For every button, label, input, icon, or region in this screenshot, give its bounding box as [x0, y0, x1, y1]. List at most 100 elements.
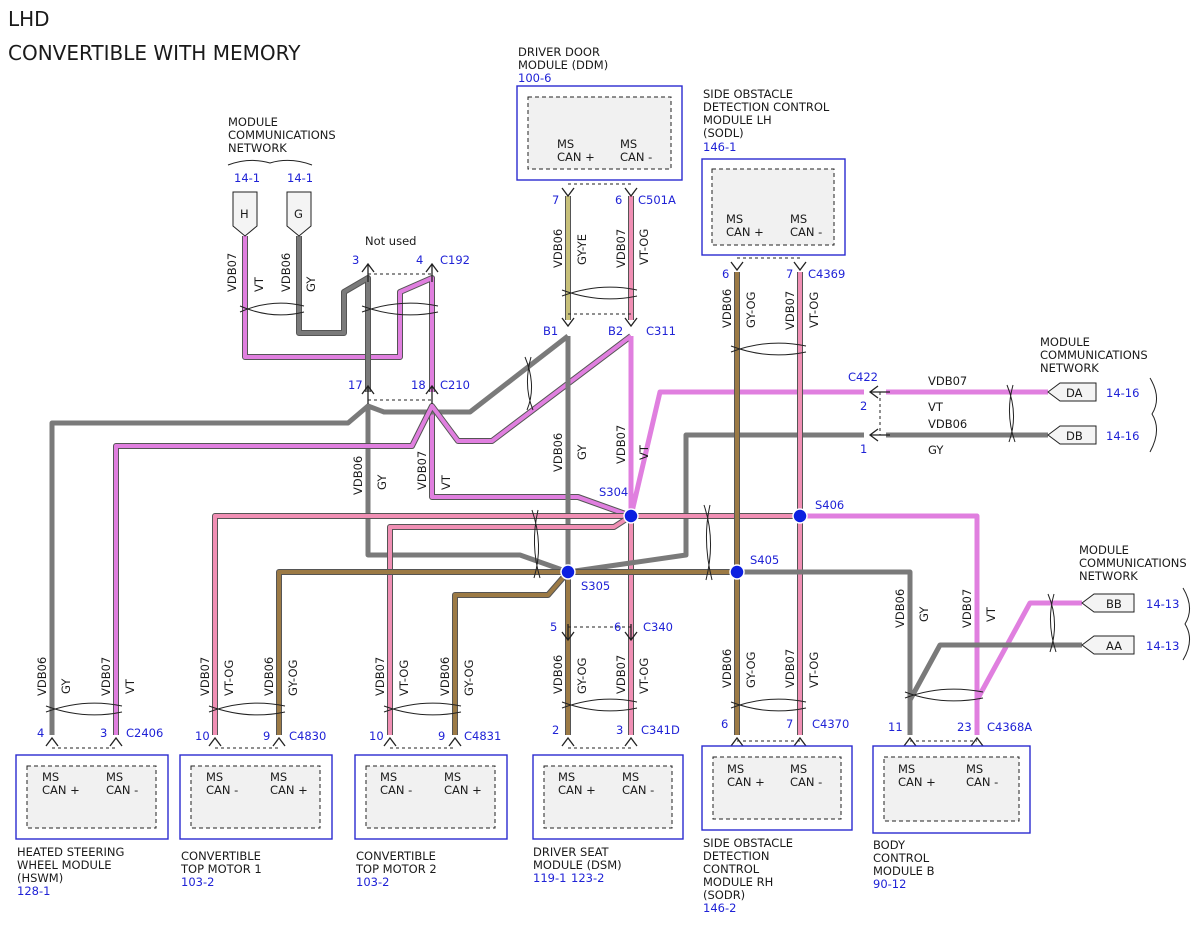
module-sodr: MS CAN + MS CAN - SIDE OBSTACLE DETECTIO… [701, 745, 853, 915]
svg-text:VT-OG: VT-OG [807, 652, 821, 688]
svg-text:CAN +: CAN + [270, 783, 308, 797]
svg-text:VDB06: VDB06 [551, 229, 565, 268]
svg-text:CONVERTIBLE: CONVERTIBLE [356, 849, 436, 863]
svg-text:VDB07: VDB07 [99, 657, 113, 696]
svg-text:VDB07: VDB07 [960, 589, 974, 628]
svg-text:1: 1 [860, 442, 867, 456]
svg-text:MS: MS [622, 770, 639, 784]
svg-text:CAN -: CAN - [380, 783, 412, 797]
svg-text:6: 6 [722, 267, 729, 281]
svg-text:VT-OG: VT-OG [397, 660, 411, 696]
module-dsm: MS CAN + MS CAN - DRIVER SEAT MODULE (DS… [532, 754, 684, 885]
svg-text:CAN +: CAN + [898, 775, 936, 789]
svg-text:10: 10 [195, 729, 210, 743]
svg-text:103-2: 103-2 [356, 875, 389, 889]
svg-text:MS: MS [790, 212, 807, 226]
svg-text:VDB07: VDB07 [225, 253, 239, 292]
mcn-right2: MODULE COMMUNICATIONS NETWORK BB AA 14-1… [1079, 543, 1190, 661]
svg-text:VDB07: VDB07 [783, 291, 797, 330]
svg-text:MS: MS [206, 770, 223, 784]
svg-text:MS: MS [558, 770, 575, 784]
svg-text:VDB06: VDB06 [893, 589, 907, 628]
svg-text:119-1: 119-1 [533, 871, 566, 885]
svg-text:MODULE (DDM): MODULE (DDM) [518, 58, 608, 72]
wire-vt-18-s304 [429, 408, 633, 519]
svg-text:VT: VT [984, 606, 998, 622]
svg-text:VT-OG: VT-OG [637, 658, 651, 694]
splice-s406 [792, 508, 808, 524]
svg-text:2: 2 [860, 399, 867, 413]
wire-labels: VDB07 VT VDB06 GY VDB06 GY VDB07 VT VDB0… [35, 229, 998, 696]
svg-text:GY: GY [917, 606, 931, 622]
svg-text:5: 5 [550, 620, 557, 634]
svg-text:GY-OG: GY-OG [744, 652, 758, 688]
module-ctm1: MS CAN - MS CAN + CONVERTIBLE TOP MOTOR … [179, 754, 333, 889]
svg-text:S304: S304 [599, 485, 628, 499]
svg-text:S305: S305 [581, 579, 610, 593]
svg-text:14-13: 14-13 [1146, 639, 1179, 653]
svg-text:VDB06: VDB06 [551, 655, 565, 694]
tag-h [232, 191, 258, 237]
svg-text:4: 4 [416, 253, 423, 267]
svg-text:9: 9 [438, 729, 445, 743]
svg-text:VT-OG: VT-OG [637, 229, 651, 265]
svg-text:CONTROL: CONTROL [703, 862, 760, 876]
svg-text:DB: DB [1066, 429, 1083, 443]
module-ctm2: MS CAN - MS CAN + CONVERTIBLE TOP MOTOR … [354, 754, 508, 889]
svg-text:VDB06: VDB06 [279, 253, 293, 292]
svg-text:COMMUNICATIONS: COMMUNICATIONS [1040, 348, 1148, 362]
svg-text:GY: GY [304, 276, 318, 292]
svg-text:VDB06: VDB06 [438, 657, 452, 696]
splice-s305 [560, 564, 576, 580]
svg-text:VDB07: VDB07 [614, 655, 628, 694]
svg-text:MS: MS [790, 762, 807, 776]
svg-text:CONVERTIBLE: CONVERTIBLE [181, 849, 261, 863]
svg-text:128-1: 128-1 [17, 884, 50, 898]
svg-text:CAN -: CAN - [106, 783, 138, 797]
svg-text:90-12: 90-12 [873, 877, 906, 891]
wire-vtog-ctm1 [212, 513, 631, 735]
connector-labels: Not used 3 4 C192 17 18 C210 7 6 C501A B… [37, 193, 1032, 743]
wire-gyog-ctm2 [452, 570, 571, 735]
module-hswm: MS CAN + MS CAN - HEATED STEERING WHEEL … [15, 754, 169, 898]
tag-g [286, 191, 312, 237]
svg-text:GY-OG: GY-OG [286, 660, 300, 696]
svg-text:GY: GY [59, 678, 73, 694]
svg-text:3: 3 [100, 726, 107, 740]
svg-text:CONTROL: CONTROL [873, 851, 930, 865]
mcn-top: MODULE COMMUNICATIONS NETWORK 14-1 14-1 … [227, 115, 336, 237]
svg-text:VDB06: VDB06 [720, 649, 734, 688]
wire-vt-hswm [113, 333, 633, 735]
svg-text:B2: B2 [608, 324, 623, 338]
svg-text:14-16: 14-16 [1106, 429, 1139, 443]
svg-text:MS: MS [727, 762, 744, 776]
svg-text:DA: DA [1066, 386, 1083, 400]
svg-text:CAN +: CAN + [557, 150, 595, 164]
svg-text:VDB06: VDB06 [720, 289, 734, 328]
svg-text:NETWORK: NETWORK [1079, 569, 1138, 583]
svg-text:NETWORK: NETWORK [1040, 361, 1099, 375]
svg-text:CAN +: CAN + [727, 775, 765, 789]
svg-text:GY: GY [375, 474, 389, 490]
svg-text:C4369: C4369 [808, 267, 845, 281]
svg-text:MS: MS [557, 137, 574, 151]
svg-text:(SODR): (SODR) [703, 888, 745, 902]
svg-text:VDB06: VDB06 [551, 433, 565, 472]
tag-da [1047, 382, 1097, 402]
svg-text:B1: B1 [543, 324, 558, 338]
svg-text:DRIVER DOOR: DRIVER DOOR [518, 45, 600, 59]
svg-text:(HSWM): (HSWM) [17, 871, 63, 885]
wire-vt-s304-c422 [628, 389, 864, 517]
tag-db [1047, 425, 1097, 445]
svg-text:VT-OG: VT-OG [222, 660, 236, 696]
svg-text:MODULE: MODULE [228, 115, 278, 129]
module-ddm: DRIVER DOOR MODULE (DDM) 100-6 MS CAN + … [516, 45, 683, 181]
svg-text:17: 17 [348, 378, 363, 392]
svg-text:123-2: 123-2 [571, 871, 604, 885]
svg-text:3: 3 [616, 723, 623, 737]
svg-text:MS: MS [270, 770, 287, 784]
svg-text:GY-OG: GY-OG [462, 660, 476, 696]
svg-text:11: 11 [888, 720, 903, 734]
svg-text:TOP MOTOR 2: TOP MOTOR 2 [355, 862, 437, 876]
svg-text:4: 4 [37, 726, 44, 740]
